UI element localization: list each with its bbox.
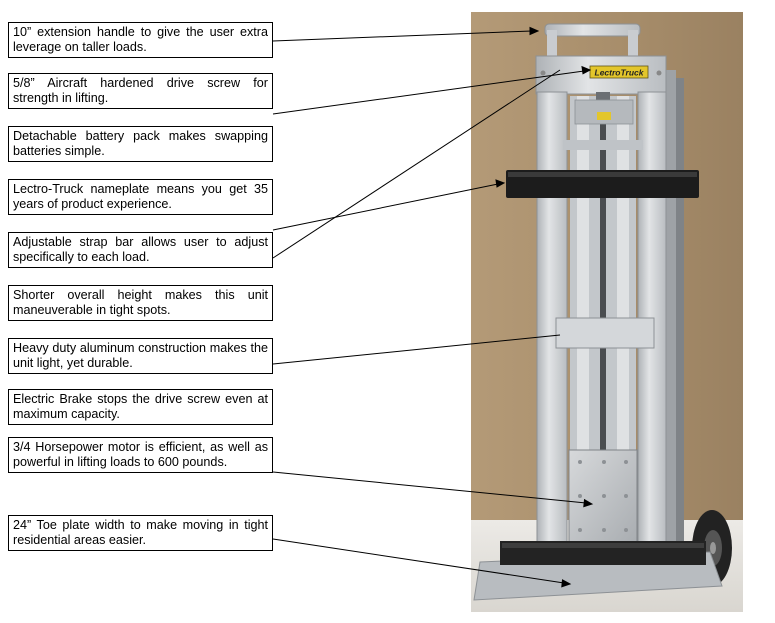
callout-overall-height: Shorter overall height makes this unit m… [8,285,273,321]
callout-text: 10” extension handle to give the user ex… [13,25,268,54]
leader-lines [272,26,594,588]
nameplate [589,65,649,79]
callout-text: Detachable battery pack makes swapping b… [13,129,268,158]
extension-handle [544,23,641,37]
callout-drive-screw: 5/8” Aircraft hardened drive screw for s… [8,73,273,109]
callout-text: Lectro-Truck nameplate means you get 35 … [13,182,268,211]
carriage-plate [555,317,655,349]
callout-strap-bar: Adjustable strap bar allows user to adju… [8,232,273,268]
callout-text: Adjustable strap bar allows user to adju… [13,235,268,264]
callout-text: 5/8” Aircraft hardened drive screw for s… [13,76,268,105]
callout-motor: 3/4 Horsepower motor is efficient, as we… [8,437,273,473]
callout-text: 3/4 Horsepower motor is efficient, as we… [13,440,268,469]
drive-screw [600,96,606,456]
nameplate-text: LectroTruck [595,68,645,78]
callout-extension-handle: 10” extension handle to give the user ex… [8,22,273,58]
callout-toe-plate: 24” Toe plate width to make moving in ti… [8,515,273,551]
callout-text: Shorter overall height makes this unit m… [13,288,268,317]
callout-electric-brake: Electric Brake stops the drive screw eve… [8,389,273,425]
callout-text: 24” Toe plate width to make moving in ti… [13,518,268,547]
callout-text: Electric Brake stops the drive screw eve… [13,392,268,421]
callout-aluminum-construction: Heavy duty aluminum construction makes t… [8,338,273,374]
callout-battery-pack: Detachable battery pack makes swapping b… [8,126,273,162]
callout-text: Heavy duty aluminum construction makes t… [13,341,268,370]
callout-nameplate: Lectro-Truck nameplate means you get 35 … [8,179,273,215]
